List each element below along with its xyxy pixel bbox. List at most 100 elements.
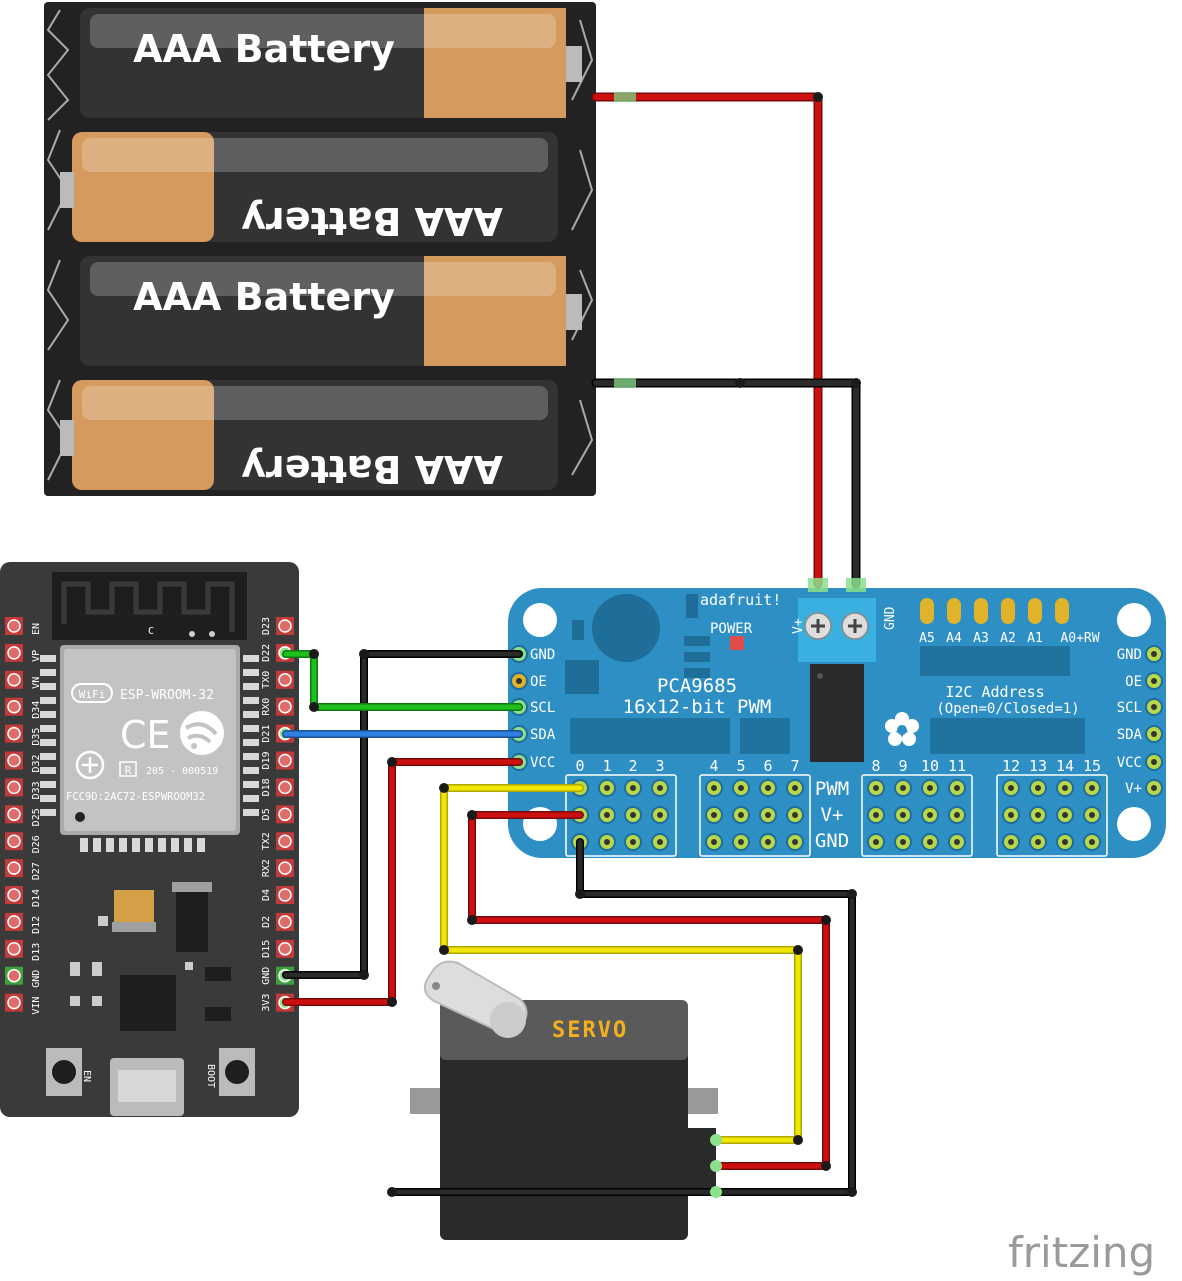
esp-left-pin-label: D12: [31, 916, 42, 934]
esp-right-pin-label: D22: [261, 644, 272, 662]
address-pad-label: A4: [946, 631, 962, 646]
pca-channel-number: 7: [790, 757, 799, 775]
esp-cert-number: 205 - 000519: [146, 766, 218, 777]
battery-cell-4-label: AAA Battery: [241, 447, 503, 491]
battery-cell-1: AAA Battery: [80, 8, 582, 118]
pca-row-label-pwm: PWM: [815, 778, 849, 800]
battery-pack: AAA Battery AAA Battery AAA Battery AAA …: [44, 2, 596, 496]
adafruit-flower-icon: [885, 712, 919, 746]
servo-motor: SERVO: [410, 960, 718, 1240]
ce-mark: CE: [120, 713, 171, 757]
esp-left-pin-label: D13: [31, 943, 42, 961]
esp-right-pin-label: D19: [261, 751, 272, 769]
esp-right-pin-label: RX2: [261, 859, 272, 877]
pca-channel-number: 1: [602, 757, 611, 775]
pca-channel-number: 14: [1056, 757, 1074, 775]
esp-fcc-id: FCC9D:2AC72-ESPWROOM32: [66, 791, 205, 803]
pca-right-pin-label: OE: [1125, 674, 1142, 690]
address-pad: [1028, 598, 1042, 624]
fritzing-brand: fritzing: [1008, 1228, 1155, 1277]
pca-left-pin-label: GND: [530, 647, 555, 663]
esp-right-pin-label: D15: [261, 940, 272, 958]
esp-left-pin-label: GND: [31, 970, 42, 988]
pca-channel-number: 2: [628, 757, 637, 775]
pca-right-pin-label: SCL: [1117, 700, 1142, 716]
esp-left-pin-label: EN: [31, 623, 42, 635]
battery-cell-1-label: AAA Battery: [133, 27, 395, 71]
pca-right-pin-label: VCC: [1117, 755, 1142, 771]
esp-cert-r: R: [125, 764, 132, 777]
esp-left-pin-label: D34: [31, 701, 42, 719]
esp-left-pin-label: VP: [31, 650, 42, 662]
esp32-right-header: D23D22TX0RX0D21D19D18D5TX2RX2D4D2D15GND3…: [261, 617, 294, 1012]
esp-left-pin-label: D33: [31, 781, 42, 799]
address-pad: [974, 598, 988, 624]
pca-channel-number: 4: [709, 757, 718, 775]
esp-left-pin-label: VIN: [31, 997, 42, 1015]
esp-right-pin-label: D21: [261, 725, 272, 743]
wire-esp-d22-to-pca-scl: [282, 650, 523, 711]
battery-cell-2: AAA Battery: [60, 132, 558, 243]
pca-channel-number: 13: [1029, 757, 1047, 775]
esp-right-pin-label: 3V3: [261, 994, 272, 1012]
wire-battery-positive: [591, 92, 823, 589]
esp-right-pin-label: RX0: [261, 698, 272, 716]
address-pad-label: A1: [1027, 631, 1043, 646]
pca-left-pin-label: OE: [530, 674, 547, 690]
pca-row-label-vplus: V+: [821, 804, 844, 826]
pca9685-board: adafruit! POWER PCA9685 16x12-bit PWM V+…: [508, 588, 1166, 858]
battery-cell-3: AAA Battery: [80, 256, 582, 366]
pca-left-pin-label: SCL: [530, 700, 555, 716]
pca-left-pin-label: VCC: [530, 755, 555, 771]
pca-right-pin-label: V+: [1125, 781, 1142, 797]
pca-row-label-gnd: GND: [815, 830, 849, 852]
telec-logo-icon: [75, 750, 105, 780]
pca-channel-number: 9: [898, 757, 907, 775]
pca-right-header: GND OE SCL SDA VCC V+: [1117, 645, 1163, 797]
esp-right-pin-label: D5: [261, 808, 272, 820]
pca-channel-number: 8: [871, 757, 880, 775]
servo-horn: [423, 960, 528, 1038]
servo-label: SERVO: [552, 1018, 628, 1043]
pca-channel-number: 11: [948, 757, 966, 775]
esp-left-pin-label: VN: [31, 677, 42, 689]
pca-address-title: I2C Address: [945, 683, 1044, 701]
esp-left-pin-label: D35: [31, 728, 42, 746]
address-pad-label: A3: [973, 631, 989, 646]
wires: [282, 92, 866, 1198]
pca-right-pin-label: SDA: [1117, 727, 1143, 743]
esp-left-pin-label: D32: [31, 754, 42, 772]
esp32-left-header: ENVPVND34D35D32D33D25D26D27D14D12D13GNDV…: [5, 617, 42, 1015]
pca-terminal-vplus: V+: [791, 618, 806, 634]
wire-esp-3v3-to-pca-vcc: [282, 758, 523, 1006]
esp-module-name: ESP-WROOM-32: [120, 688, 214, 703]
esp-button-en-label: EN: [81, 1070, 92, 1082]
pca-power-label: POWER: [710, 621, 753, 637]
wifi-logo-text: WiFi: [79, 688, 106, 701]
pca-title-line1: PCA9685: [657, 675, 737, 697]
esp-right-pin-label: TX2: [261, 832, 272, 850]
address-pad: [920, 598, 934, 624]
pca-channel-number: 0: [575, 757, 584, 775]
wifi-logo-icon: WiFi: [71, 683, 113, 703]
esp-right-pin-label: D4: [261, 889, 272, 901]
address-pad: [947, 598, 961, 624]
address-pad-label: A0+RW: [1060, 631, 1099, 646]
battery-cell-2-label: AAA Battery: [241, 199, 503, 243]
esp-left-pin-label: D25: [31, 808, 42, 826]
pca-channel-number: 15: [1083, 757, 1101, 775]
esp-right-pin-label: GND: [261, 967, 272, 985]
pca-channel-number: 3: [655, 757, 664, 775]
battery-cell-3-label: AAA Battery: [133, 275, 395, 319]
address-pad-label: A5: [919, 631, 935, 646]
address-pad: [1055, 598, 1069, 624]
esp-right-pin-label: D18: [261, 778, 272, 796]
esp-button-boot-label: BOOT: [205, 1064, 216, 1088]
pca-terminal-gnd: GND: [883, 606, 898, 630]
pca-right-pin-label: GND: [1117, 647, 1142, 663]
esp-right-pin-label: TX0: [261, 671, 272, 689]
esp-left-pin-label: D14: [31, 889, 42, 907]
esp-right-pin-label: D2: [261, 916, 272, 928]
